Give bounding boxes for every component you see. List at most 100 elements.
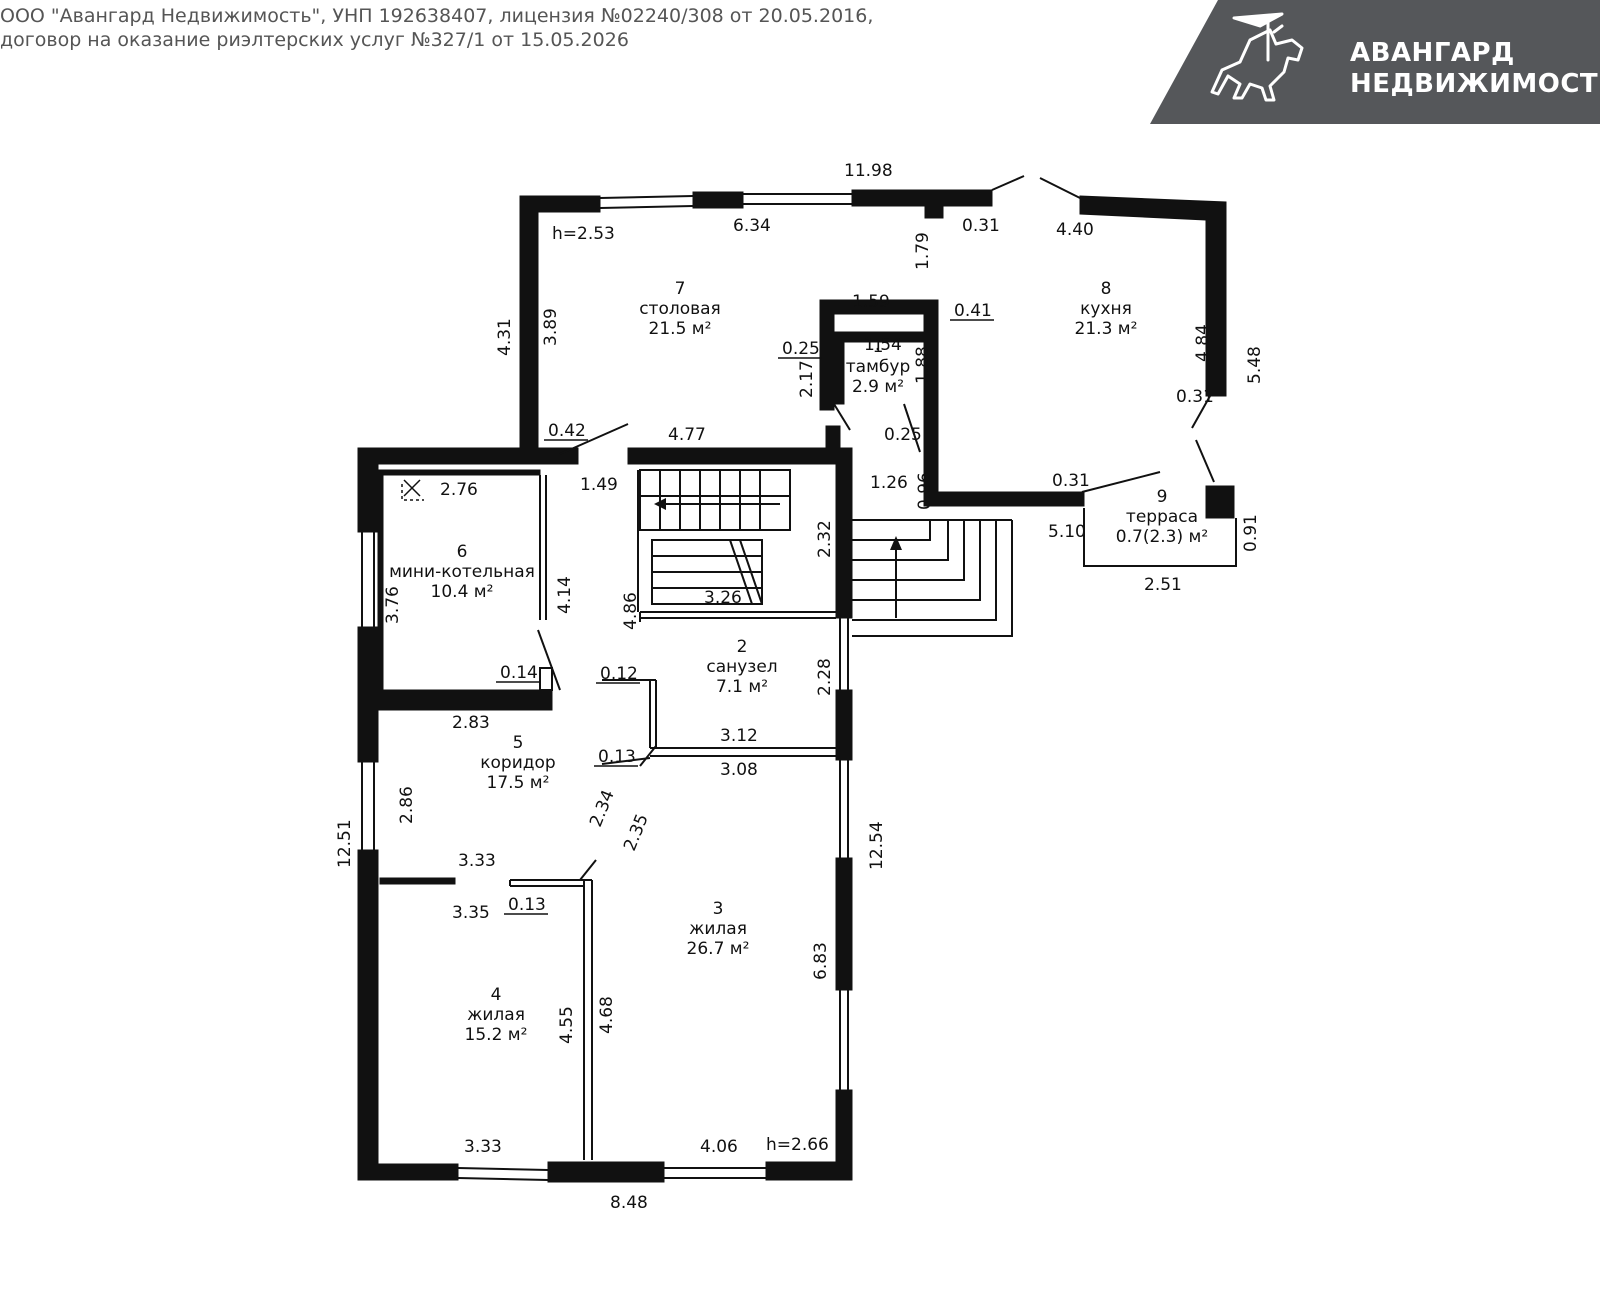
wall-segment [923, 491, 1085, 507]
dimension-label: 2.51 [1144, 575, 1182, 595]
dimension-label: 6.34 [733, 216, 771, 236]
brand-logo: АВАНГАРД НЕДВИЖИМОСТЬ [1150, 0, 1600, 124]
dimension-label: h=2.66 [766, 1135, 829, 1155]
dimension-label: 5.48 [1245, 346, 1265, 384]
wall-segment [1205, 485, 1235, 519]
dimension-label: 3.08 [720, 760, 758, 780]
wall-segment [835, 447, 853, 619]
room-name: жилая [467, 1005, 525, 1025]
dimension-label: 1.88 [913, 346, 933, 384]
dimension-label: 0.41 [954, 301, 992, 321]
dimension-label: 3.33 [458, 851, 496, 871]
dimension-label: 3.12 [720, 726, 758, 746]
listing-header: ООО "Авангард Недвижимость", УНП 1926384… [0, 4, 1150, 52]
room-name: тамбур [846, 357, 910, 377]
dimension-label: 2.35 [620, 811, 653, 854]
room-number: 9 [1157, 487, 1168, 507]
wall-segment [835, 689, 853, 761]
room-number: 8 [1101, 279, 1112, 299]
room-area: 10.4 м² [431, 582, 494, 602]
dimension-label: 0.12 [600, 664, 638, 684]
room-name: кухня [1080, 299, 1132, 319]
room-number: 3 [713, 899, 724, 919]
dimension-label: 11.98 [844, 161, 893, 181]
dimension-label: 12.54 [867, 821, 887, 870]
dimension-label: 0.96 [915, 472, 935, 510]
room-number: 6 [457, 542, 468, 562]
room-name: мини-котельная [389, 562, 535, 582]
header-line-2: договор на оказание риэлтерских услуг №3… [0, 29, 629, 51]
wall-segment [923, 299, 939, 501]
dimension-label: 2.83 [452, 713, 490, 733]
dimension-label: 0.31 [1052, 471, 1090, 491]
room-number: 7 [675, 279, 686, 299]
dimension-label: 1.79 [913, 232, 933, 270]
wall-segment [924, 205, 944, 219]
wall-segment [692, 191, 744, 209]
dimension-label: 0.91 [1241, 514, 1261, 552]
dimension-label: h=2.53 [552, 224, 615, 244]
wall-segment [357, 849, 379, 1181]
dimension-label: 4.55 [557, 1006, 577, 1044]
dimension-label: 0.25 [782, 339, 820, 359]
dimension-label: 1.26 [870, 473, 908, 493]
stair-arrows [654, 498, 902, 550]
dimension-label: 12.51 [335, 819, 355, 868]
dimension-label: 1.49 [580, 475, 618, 495]
dimension-label: 0.42 [548, 421, 586, 441]
room-area: 21.3 м² [1075, 319, 1138, 339]
dimension-label: 8.48 [610, 1193, 648, 1213]
dimension-label: 4.06 [700, 1137, 738, 1157]
dimension-label: 1.54 [864, 335, 902, 355]
dimension-label: 3.76 [383, 586, 403, 624]
room-area: 7.1 м² [716, 677, 768, 697]
dimension-label: 4.86 [621, 592, 641, 630]
dimension-label: 0.13 [508, 895, 546, 915]
dimension-label: 0.25 [884, 425, 922, 445]
room-area: 26.7 м² [687, 939, 750, 959]
wall-segment [377, 469, 384, 691]
brand-line-1: АВАНГАРД [1350, 38, 1515, 68]
room-area: 17.5 м² [487, 773, 550, 793]
dimension-label: 3.26 [704, 588, 742, 608]
brand-line-2: НЕДВИЖИМОСТЬ [1350, 69, 1600, 99]
dimension-label: 4.68 [597, 996, 617, 1034]
dimension-label: 4.14 [555, 576, 575, 614]
wall-segment [377, 469, 541, 476]
dimension-label: 2.32 [815, 520, 835, 558]
dimension-label: 3.35 [452, 903, 490, 923]
dimension-label: 3.89 [541, 308, 561, 346]
dimension-label: 0.14 [500, 663, 538, 683]
room-number: 1 [873, 337, 884, 357]
dimension-label: 0.31 [962, 216, 1000, 236]
wall-segment [369, 689, 553, 711]
dimension-label: 2.28 [815, 658, 835, 696]
room-name: терраса [1126, 507, 1198, 527]
room-area: 2.9 м² [852, 377, 904, 397]
dimension-label: 2.86 [397, 786, 417, 824]
wall-segment [835, 857, 853, 991]
wall-segment [1079, 195, 1227, 397]
dimension-label: 3.33 [464, 1137, 502, 1157]
wall-segment [519, 195, 601, 213]
walls [357, 189, 1235, 1183]
wall-segment [357, 447, 579, 465]
knight-on-horse-icon [1210, 12, 1304, 102]
wall-segment [627, 447, 851, 465]
dimension-label: 5.10 [1048, 522, 1086, 542]
room-number: 2 [737, 637, 748, 657]
room-name: санузел [706, 657, 777, 677]
wall-segment [379, 877, 456, 885]
dimension-label: 0.31 [1176, 387, 1214, 407]
wall-segment [765, 1161, 853, 1181]
wall-segment [833, 331, 845, 405]
room-number: 4 [491, 985, 502, 1005]
wall-segment [547, 1161, 665, 1183]
wall-segment [519, 199, 539, 465]
room-area: 15.2 м² [465, 1025, 528, 1045]
dimension-label: 2.17 [797, 360, 817, 398]
dimension-label: 2.34 [586, 787, 619, 830]
